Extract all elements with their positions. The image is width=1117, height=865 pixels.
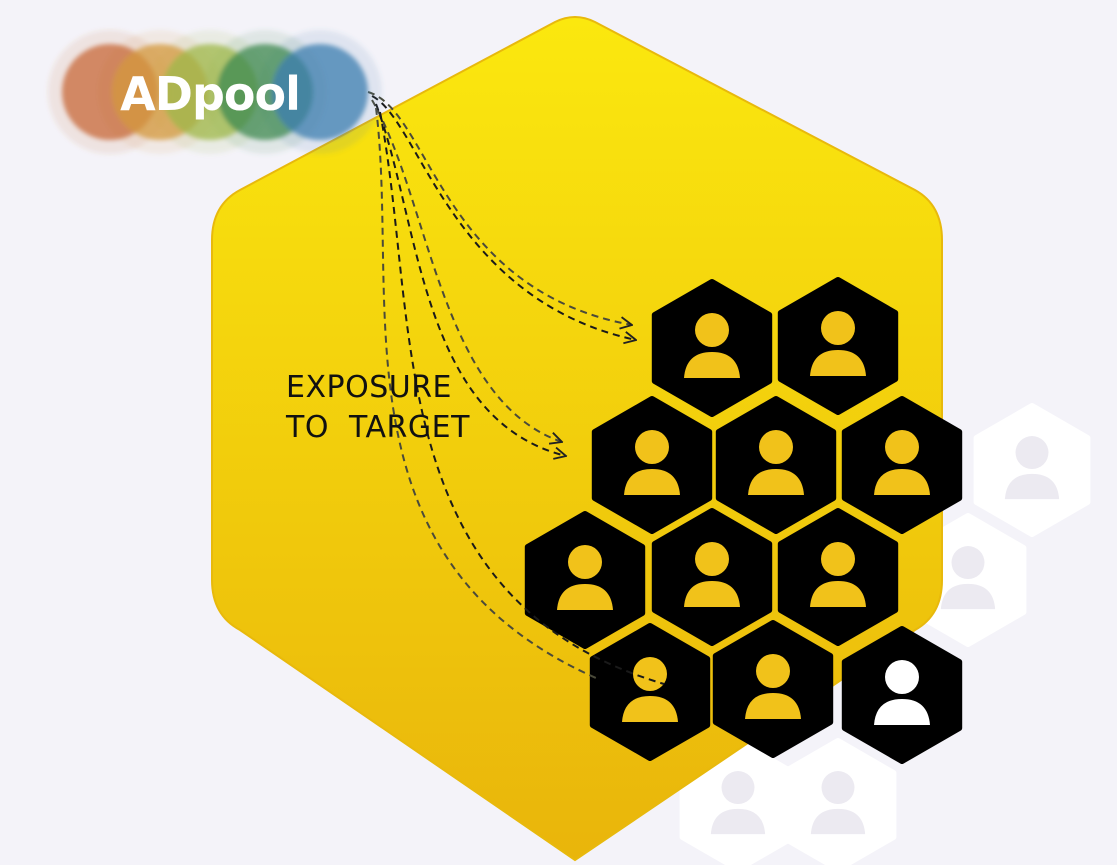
user-icon xyxy=(885,430,919,464)
exposure-arrow-2 xyxy=(371,95,636,340)
user-icon xyxy=(951,546,985,580)
user-body-icon xyxy=(745,693,801,719)
exposure-label-line2: TO TARGET xyxy=(285,410,470,445)
user-hex-highlighted xyxy=(841,626,963,764)
exposure-label-line1: EXPOSURE xyxy=(286,370,452,405)
user-icon xyxy=(885,660,919,694)
exposure-arrow-6 xyxy=(379,111,665,685)
logo-circles xyxy=(48,30,382,154)
user-icon xyxy=(635,430,669,464)
exposure-arrow-4 xyxy=(375,103,566,456)
user-hex-9 xyxy=(589,623,711,761)
user-body-icon xyxy=(1004,473,1060,500)
user-body-icon xyxy=(748,469,804,495)
exposure-arrow-5 xyxy=(375,107,597,679)
user-body-icon xyxy=(874,699,930,725)
ghost-user-hexagons xyxy=(679,403,1091,865)
exposure-arrow-3 xyxy=(371,99,562,442)
user-icon xyxy=(821,542,855,576)
exposure-arrow-1 xyxy=(367,91,632,325)
user-icon xyxy=(633,657,667,691)
user-body-icon xyxy=(940,583,996,610)
user-hexagon-cluster xyxy=(524,277,963,764)
user-icon xyxy=(821,771,855,805)
user-body-icon xyxy=(557,584,613,610)
user-hex-6 xyxy=(524,511,646,649)
ghost-user-hex-1 xyxy=(973,403,1091,537)
adpool-logo: ADpool xyxy=(48,30,382,154)
user-hex-8 xyxy=(777,508,899,646)
user-hex-3 xyxy=(591,396,713,534)
user-hex-5 xyxy=(841,396,963,534)
user-hex-1 xyxy=(651,279,773,417)
ghost-user-hex-4 xyxy=(779,738,897,865)
user-body-icon xyxy=(624,469,680,495)
user-icon xyxy=(821,311,855,345)
user-icon xyxy=(695,542,729,576)
user-body-icon xyxy=(810,581,866,607)
user-body-icon xyxy=(874,469,930,495)
user-body-icon xyxy=(622,696,678,722)
user-hex-2 xyxy=(777,277,899,415)
user-body-icon xyxy=(810,350,866,376)
user-body-icon xyxy=(684,352,740,378)
user-icon xyxy=(568,545,602,579)
logo-text: ADpool xyxy=(120,67,300,121)
user-icon xyxy=(721,771,755,805)
user-body-icon xyxy=(810,808,866,835)
user-icon xyxy=(695,313,729,347)
user-icon xyxy=(759,430,793,464)
user-icon xyxy=(756,654,790,688)
exposure-arrows xyxy=(367,91,665,685)
user-body-icon xyxy=(710,808,766,835)
user-hex-7 xyxy=(651,508,773,646)
user-icon xyxy=(1015,436,1049,470)
user-body-icon xyxy=(684,581,740,607)
user-hex-4 xyxy=(715,396,837,534)
user-hex-10 xyxy=(712,620,834,758)
